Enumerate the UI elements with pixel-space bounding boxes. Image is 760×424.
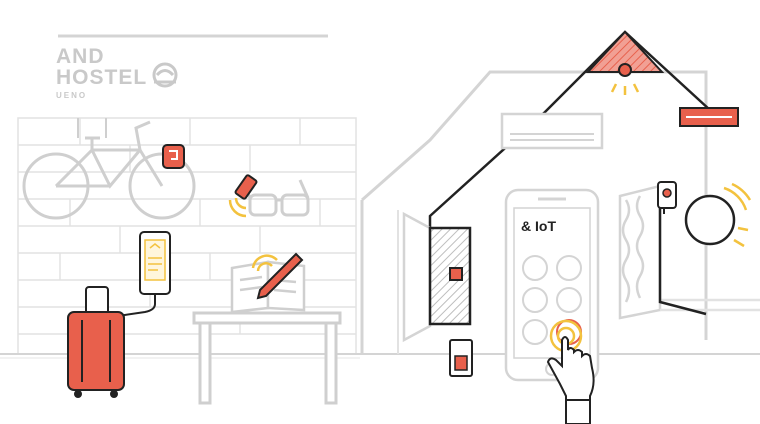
- wall-unit-icon: [679, 107, 739, 127]
- roof-line: [428, 30, 711, 228]
- logo-line-and: AND: [56, 45, 105, 68]
- charging-cable: [117, 294, 156, 317]
- air-conditioner-icon: [500, 112, 604, 150]
- logo-line-ueno: UENO: [56, 91, 88, 100]
- hostel-logo: AND HOSTEL UENO: [56, 46, 147, 100]
- light-switch-icon: [449, 339, 473, 377]
- door-icon: [402, 211, 472, 343]
- logo-line-hostel: HOSTEL: [56, 66, 148, 89]
- camera-icon: [657, 181, 677, 214]
- smart-tag-icon: [228, 174, 258, 218]
- phone-title: & IoT: [521, 218, 556, 234]
- ceiling-lamp-icon: [585, 30, 665, 95]
- bike-tag-icon: [162, 144, 185, 169]
- pen-icon: [251, 252, 304, 300]
- window-frame: [658, 186, 707, 316]
- house-outline: [360, 70, 708, 354]
- tablet-icon: [139, 231, 171, 295]
- window-icon: [618, 184, 760, 320]
- table-icon: [192, 311, 342, 405]
- wall-lamp-icon: [684, 182, 752, 248]
- suitcase-icon: [67, 286, 125, 398]
- tapping-hand-icon: [546, 336, 595, 424]
